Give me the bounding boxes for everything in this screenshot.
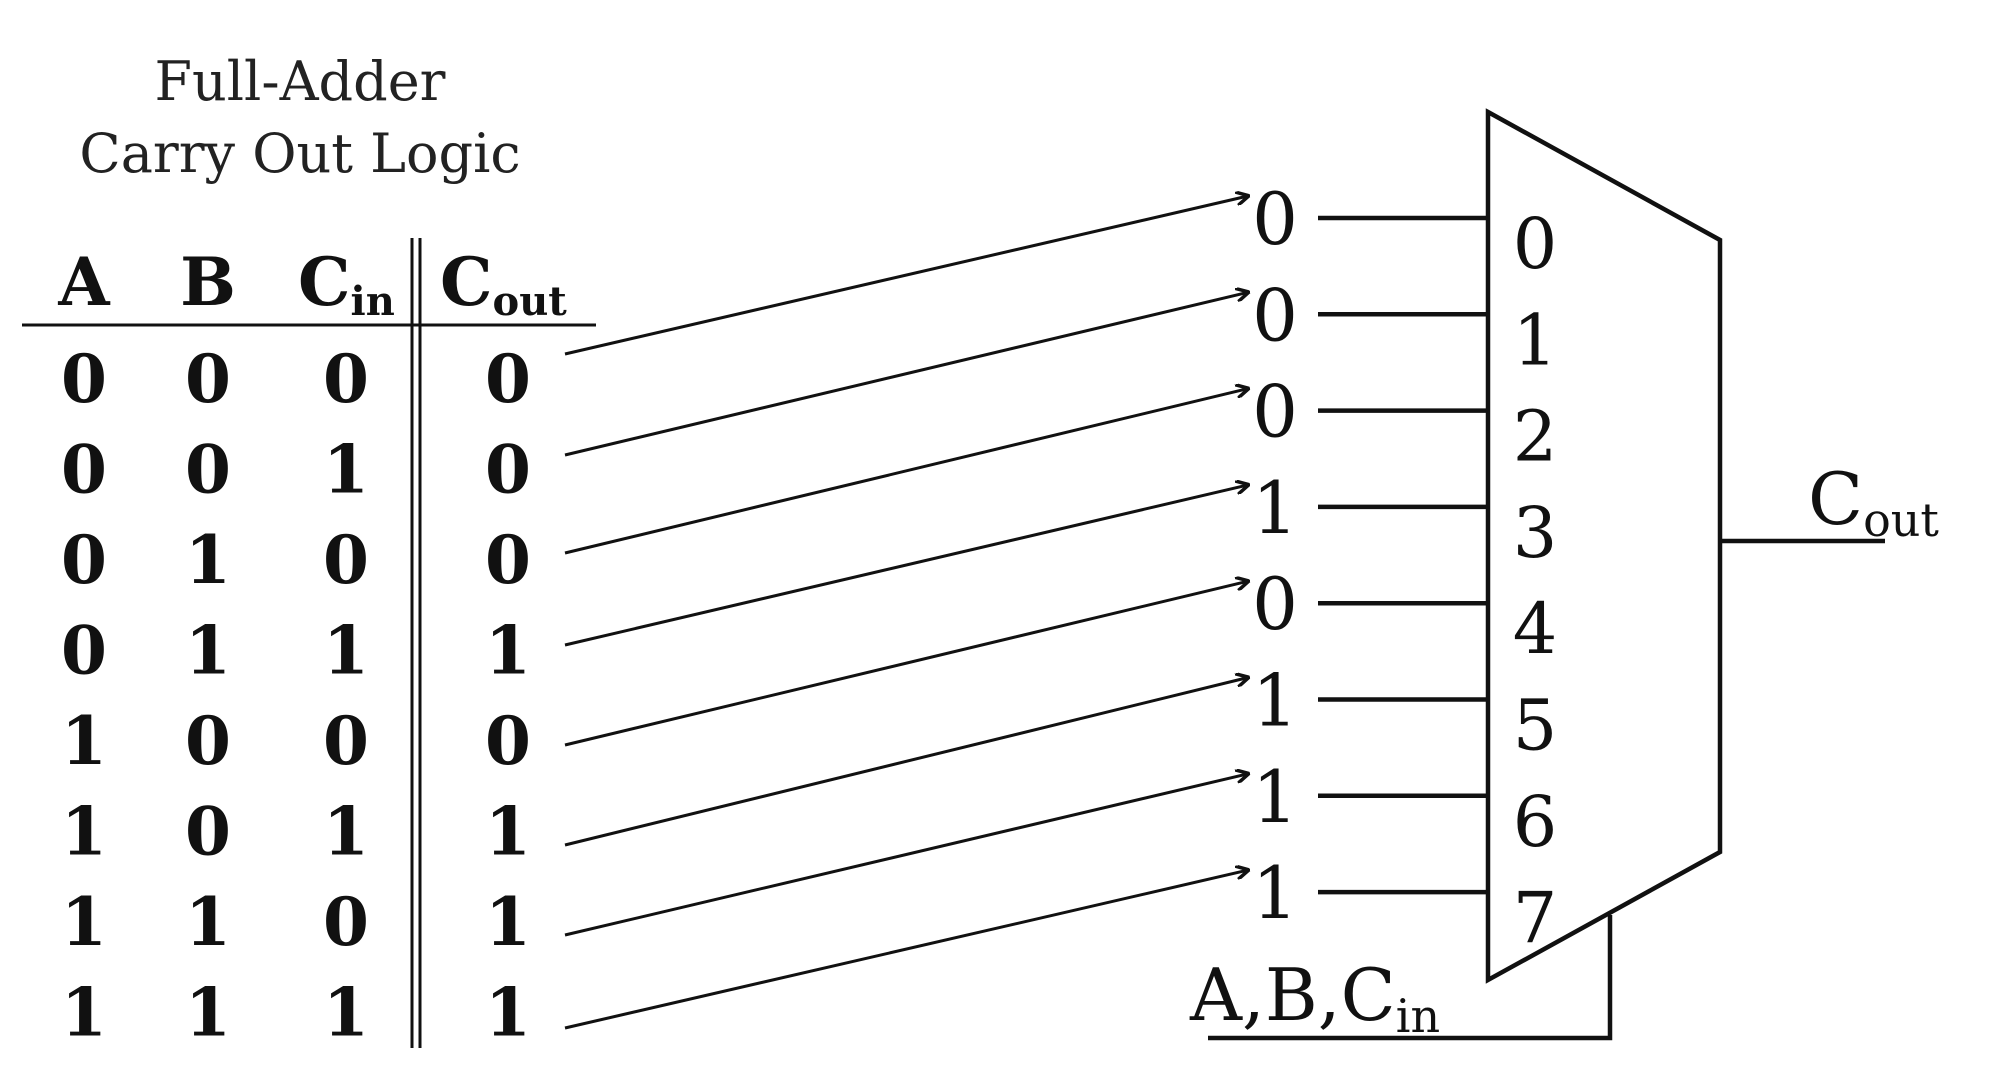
table-cell: 1: [185, 521, 231, 599]
output-label-sub: out: [1863, 493, 1939, 547]
mux-input-value: 1: [1252, 659, 1298, 743]
table-cell: 0: [323, 340, 369, 418]
mux-port-label: 1: [1513, 299, 1558, 381]
mux-input-value: 0: [1252, 370, 1298, 454]
select-label-main: A,B,C: [1189, 953, 1396, 1037]
table-cell-cout: 0: [485, 340, 531, 418]
mux-port-label: 4: [1513, 588, 1558, 670]
mux-port-label: 2: [1513, 396, 1558, 478]
table-cell: 1: [185, 974, 231, 1052]
mux-port-label: 3: [1513, 492, 1558, 574]
mux-input-value: 0: [1252, 273, 1298, 357]
mapping-arrow: [564, 774, 1248, 937]
table-cell: 1: [323, 431, 369, 509]
table-cell: 1: [323, 793, 369, 871]
header-a: A: [57, 243, 110, 321]
header-cin: Cin: [298, 243, 395, 325]
table-cell: 0: [185, 431, 231, 509]
header-b: B: [180, 243, 236, 321]
table-cell: 1: [323, 974, 369, 1052]
mux-port-label: 0: [1513, 203, 1558, 285]
table-cell: 0: [61, 521, 107, 599]
mapping-arrow: [564, 196, 1248, 356]
mapping-arrow: [564, 581, 1248, 747]
mapping-arrow: [564, 870, 1248, 1030]
table-cell: 1: [185, 883, 231, 961]
header-cin-main: C: [298, 243, 351, 321]
table-cell-cout: 1: [485, 974, 531, 1052]
header-cout-sub: out: [493, 278, 568, 325]
mux-input-value: 0: [1252, 177, 1298, 261]
table-cell: 0: [323, 883, 369, 961]
table-cell-cout: 1: [485, 883, 531, 961]
table-cell: 1: [61, 793, 107, 871]
table-cell: 1: [61, 883, 107, 961]
table-cell: 0: [185, 793, 231, 871]
table-cell-cout: 0: [485, 521, 531, 599]
mux-input-value: 0: [1252, 562, 1298, 646]
mux-port-label: 6: [1513, 781, 1558, 863]
table-cell: 0: [61, 431, 107, 509]
mux-input-value: 1: [1252, 851, 1298, 935]
table-cell-cout: 0: [485, 702, 531, 780]
table-cell: 0: [323, 702, 369, 780]
mapping-arrow: [564, 678, 1248, 847]
table-cell: 1: [323, 612, 369, 690]
select-label: A,B,Cin: [1189, 953, 1440, 1043]
table-cell: 1: [61, 974, 107, 1052]
table-cell: 0: [185, 702, 231, 780]
mapping-arrows: [564, 196, 1248, 1030]
mapping-arrow: [564, 292, 1248, 457]
header-cout-main: C: [440, 243, 493, 321]
table-cell: 0: [61, 340, 107, 418]
mapping-arrow: [564, 389, 1248, 555]
output-label: Cout: [1808, 457, 1939, 547]
table-cell: 1: [61, 702, 107, 780]
header-cin-sub: in: [351, 278, 395, 325]
table-cell: 1: [185, 612, 231, 690]
mux-input-value: 1: [1252, 466, 1298, 550]
diagram-title-line2: Carry Out Logic: [79, 122, 520, 185]
select-wire: [1208, 915, 1613, 1041]
truth-table-header: A B Cin Cout: [57, 243, 567, 325]
table-cell-cout: 0: [485, 431, 531, 509]
table-cell: 0: [323, 521, 369, 599]
mapping-arrow: [564, 485, 1248, 647]
table-cell-cout: 1: [485, 793, 531, 871]
select-label-sub: in: [1396, 989, 1440, 1043]
table-cell: 0: [61, 612, 107, 690]
multiplexer-body: [1485, 108, 1723, 984]
table-cell-cout: 1: [485, 612, 531, 690]
mux-input-value: 1: [1252, 755, 1298, 839]
diagram-title-line1: Full-Adder: [155, 50, 446, 113]
mux-port-label: 5: [1513, 685, 1558, 767]
header-cout: Cout: [440, 243, 567, 325]
output-label-main: C: [1808, 457, 1863, 541]
table-cell: 0: [185, 340, 231, 418]
